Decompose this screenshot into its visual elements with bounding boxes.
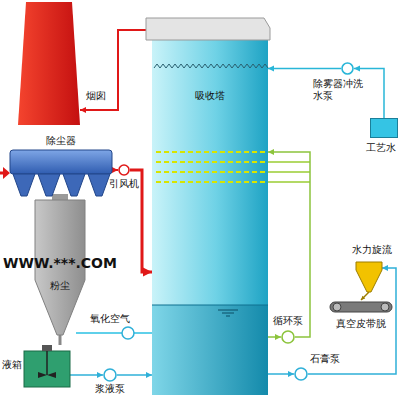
chimney-outline xyxy=(18,2,80,125)
node-label: 吸收塔 xyxy=(195,90,225,102)
arrow-head xyxy=(112,167,118,173)
spray-branch xyxy=(268,171,310,173)
absorber-tower: 吸收塔 xyxy=(152,18,268,395)
draft-fan-outline xyxy=(118,164,130,176)
node-label: 除尘器 xyxy=(46,135,76,147)
slurry-tank-outline xyxy=(24,345,70,387)
node-label: 液箱 xyxy=(2,359,22,371)
dust-discharge-line xyxy=(59,335,62,345)
arrow-head xyxy=(146,372,152,378)
node-label: 循环泵 xyxy=(273,315,303,327)
flow-line xyxy=(308,268,396,374)
arrow-head xyxy=(143,268,152,277)
process-water-tank: 工艺水 xyxy=(370,118,398,138)
line-label: 氧化空气 xyxy=(90,313,130,325)
chimney: 烟囱 xyxy=(18,2,80,125)
arrow-head xyxy=(268,66,274,72)
dust-collector-outline xyxy=(10,150,112,196)
slurry-tank: 液箱 xyxy=(24,345,70,387)
flow-line xyxy=(354,69,384,119)
node-label: 水力旋流 xyxy=(352,244,392,256)
slurry-pump-outline xyxy=(103,368,117,382)
arrow-head xyxy=(275,334,281,340)
arrow-head xyxy=(97,372,103,378)
node-label: 浆液泵 xyxy=(95,383,125,395)
spray-branch xyxy=(268,181,310,183)
absorber-tower-outline xyxy=(152,18,268,395)
arrow-head xyxy=(268,149,274,155)
arrow-head xyxy=(361,296,365,300)
node-label: 烟囱 xyxy=(86,90,106,102)
vacuum-belt-filter: 真空皮带脱 xyxy=(330,300,392,314)
slurry-pump: 浆液泵 xyxy=(103,368,117,382)
draft-fan: 引风机 xyxy=(118,164,130,176)
node-label: 引风机 xyxy=(109,178,139,190)
hydrocyclone-outline xyxy=(356,262,382,292)
flow-line xyxy=(268,68,341,70)
gypsum-pump: 石膏泵 xyxy=(294,367,308,381)
spray-branch xyxy=(268,161,310,163)
dust-collector: 除尘器 xyxy=(10,150,112,196)
flow-line xyxy=(80,30,152,110)
node-label: 真空皮带脱 xyxy=(336,318,386,330)
hopper-neck xyxy=(52,194,68,200)
vacuum-belt-filter-outline xyxy=(330,300,392,314)
flow-line xyxy=(268,152,310,337)
hydrocyclone: 水力旋流 xyxy=(356,262,382,292)
gas-inlet-arrow xyxy=(3,167,10,179)
node-label: 除雾器冲洗 水泵 xyxy=(313,78,369,102)
circulation-pump: 循环泵 xyxy=(281,330,295,344)
node-label: 粉尘 xyxy=(50,280,70,292)
wash-water-pump: 除雾器冲洗 水泵 xyxy=(341,62,354,75)
circulation-pump-outline xyxy=(281,330,295,344)
watermark: WWW.***.COM xyxy=(3,255,117,271)
arrow-head xyxy=(80,107,86,113)
wash-water-pump-outline xyxy=(341,62,354,75)
arrow-head xyxy=(288,371,294,377)
air-blower-symbol xyxy=(122,327,134,339)
process-water-tank-outline xyxy=(370,118,398,138)
arrow-head xyxy=(354,66,360,72)
node-label: 石膏泵 xyxy=(310,353,340,365)
oxidation-air-line xyxy=(76,332,152,334)
gypsum-pump-outline xyxy=(294,367,308,381)
flow-line xyxy=(361,292,369,300)
arrow-head xyxy=(382,265,388,271)
node-label: 工艺水 xyxy=(366,142,396,154)
